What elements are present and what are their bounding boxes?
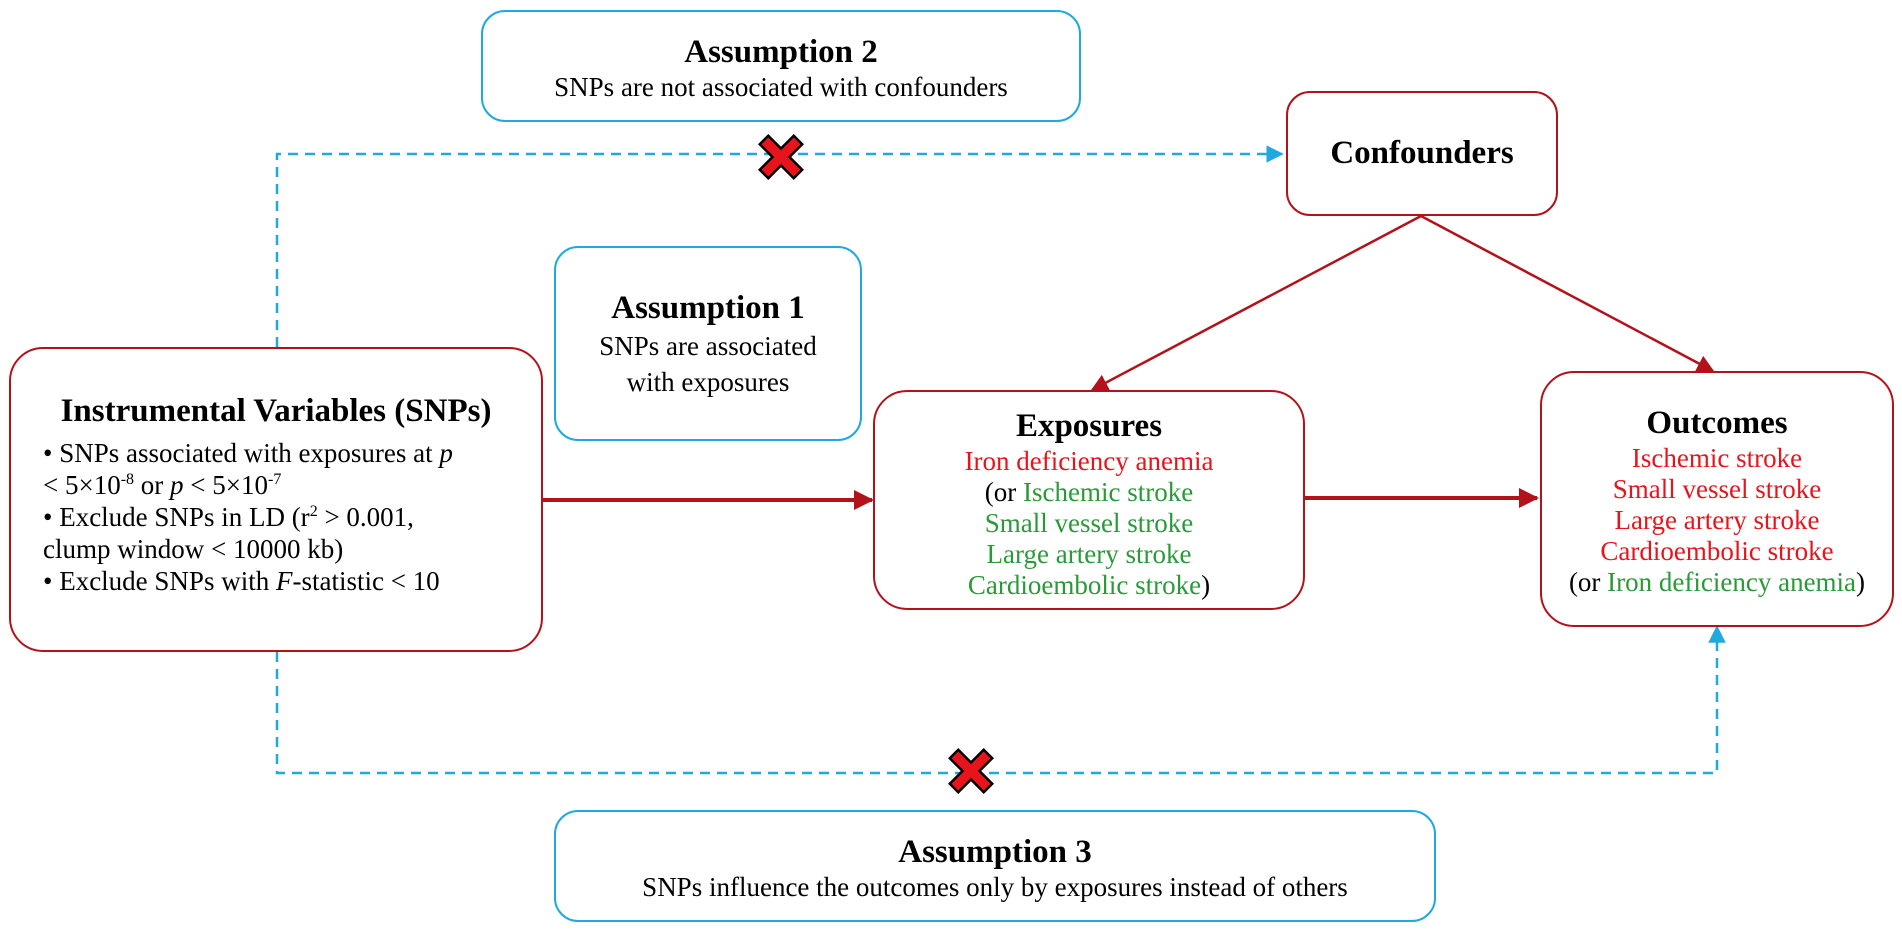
assumption-2-box: Assumption 2 SNPs are not associated wit… — [481, 10, 1081, 122]
iv-to-confounders-dashed-arrow — [275, 145, 1284, 347]
outcomes-box: Outcomes Ischemic stroke Small vessel st… — [1540, 371, 1894, 627]
iv-criterion-1-p: p — [439, 438, 453, 468]
assumption-1-line-1: SNPs are associated — [599, 331, 817, 361]
iv-f-letter: F — [275, 566, 293, 596]
outcomes-title: Outcomes — [1646, 405, 1788, 441]
iv-criterion-3-text: • Exclude SNPs with — [43, 566, 276, 596]
iv-title: Instrumental Variables (SNPs) — [60, 393, 492, 429]
confounders-to-exposures-arrow — [1090, 214, 1422, 392]
exposure-cardioembolic-stroke: Cardioembolic stroke — [967, 570, 1202, 600]
instrumental-variables-box: Instrumental Variables (SNPs) • SNPs ass… — [9, 347, 543, 652]
assumption-2-text: SNPs are not associated with confounders — [554, 72, 1008, 102]
cross-mark-icon — [758, 134, 804, 180]
cross-mark-icon — [948, 748, 994, 794]
iv-threshold-1-exp: -8 — [120, 471, 135, 488]
exposures-title: Exposures — [1015, 408, 1163, 444]
confounders-box: Confounders — [1286, 91, 1558, 216]
exposure-large-artery-stroke: Large artery stroke — [986, 539, 1192, 569]
iv-criterion-1-text: • SNPs associated with exposures at — [43, 438, 440, 468]
outcome-cardioembolic-stroke: Cardioembolic stroke — [1600, 536, 1834, 566]
iv-criteria-list: • SNPs associated with exposures at p < … — [11, 437, 541, 597]
exposure-iron-deficiency-anemia: Iron deficiency anemia — [964, 446, 1214, 476]
iv-or: or — [134, 470, 171, 500]
outcome-iron-deficiency-anemia: Iron deficiency anemia — [1607, 567, 1857, 597]
iv-threshold-1: < 5×10 — [43, 470, 121, 500]
assumption-3-title: Assumption 3 — [898, 834, 1092, 870]
iv-threshold-2: < 5×10 — [183, 470, 269, 500]
outcome-alt-close: ) — [1856, 567, 1866, 597]
outcome-large-artery-stroke: Large artery stroke — [1614, 505, 1820, 535]
assumption-1-title: Assumption 1 — [611, 290, 805, 326]
exposure-ischemic-stroke: Ischemic stroke — [1023, 477, 1194, 507]
exposure-small-vessel-stroke: Small vessel stroke — [984, 508, 1194, 538]
iv-criterion-2-p: p — [170, 470, 184, 500]
assumption-1-line-2: with exposures — [626, 367, 790, 397]
confounders-to-outcomes-arrow — [1420, 214, 1715, 373]
iv-criterion-3-threshold: -statistic < 10 — [292, 566, 440, 596]
iv-criterion-2-threshold: > 0.001, — [317, 502, 414, 532]
iv-threshold-2-exp: -7 — [268, 471, 282, 488]
iv-criterion-2-text: • Exclude SNPs in LD (r — [43, 502, 310, 532]
iv-criterion-1-cont: < 5×10-8 or p < 5×10-7 — [43, 469, 531, 501]
exposure-alt-line-4: Cardioembolic stroke) — [875, 570, 1303, 601]
exposure-alt-line-1: (or Ischemic stroke — [875, 477, 1303, 508]
outcome-small-vessel-stroke: Small vessel stroke — [1612, 474, 1822, 504]
assumption-3-box: Assumption 3 SNPs influence the outcomes… — [554, 810, 1436, 922]
exposure-alt-close: ) — [1201, 570, 1211, 600]
assumption-1-box: Assumption 1 SNPs are associated with ex… — [554, 246, 862, 441]
iv-criterion-1: • SNPs associated with exposures at p — [43, 437, 531, 469]
iv-criterion-2: • Exclude SNPs in LD (r2 > 0.001, — [43, 501, 531, 533]
iv-r-squared-exp: 2 — [309, 503, 318, 520]
outcome-alt-open: (or — [1568, 567, 1608, 597]
iv-criterion-3: • Exclude SNPs with F-statistic < 10 — [43, 565, 531, 597]
outcome-ischemic-stroke: Ischemic stroke — [1631, 443, 1803, 473]
assumption-3-text: SNPs influence the outcomes only by expo… — [642, 872, 1348, 902]
assumption-2-title: Assumption 2 — [684, 34, 878, 70]
confounders-title: Confounders — [1330, 135, 1514, 171]
exposures-box: Exposures Iron deficiency anemia (or Isc… — [873, 390, 1305, 610]
exposure-alt-open: (or — [984, 477, 1024, 507]
outcome-alt-line: (or Iron deficiency anemia) — [1542, 567, 1892, 598]
iv-to-outcomes-dashed-arrow — [275, 625, 1726, 775]
iv-criterion-2-cont: clump window < 10000 kb) — [43, 534, 344, 564]
